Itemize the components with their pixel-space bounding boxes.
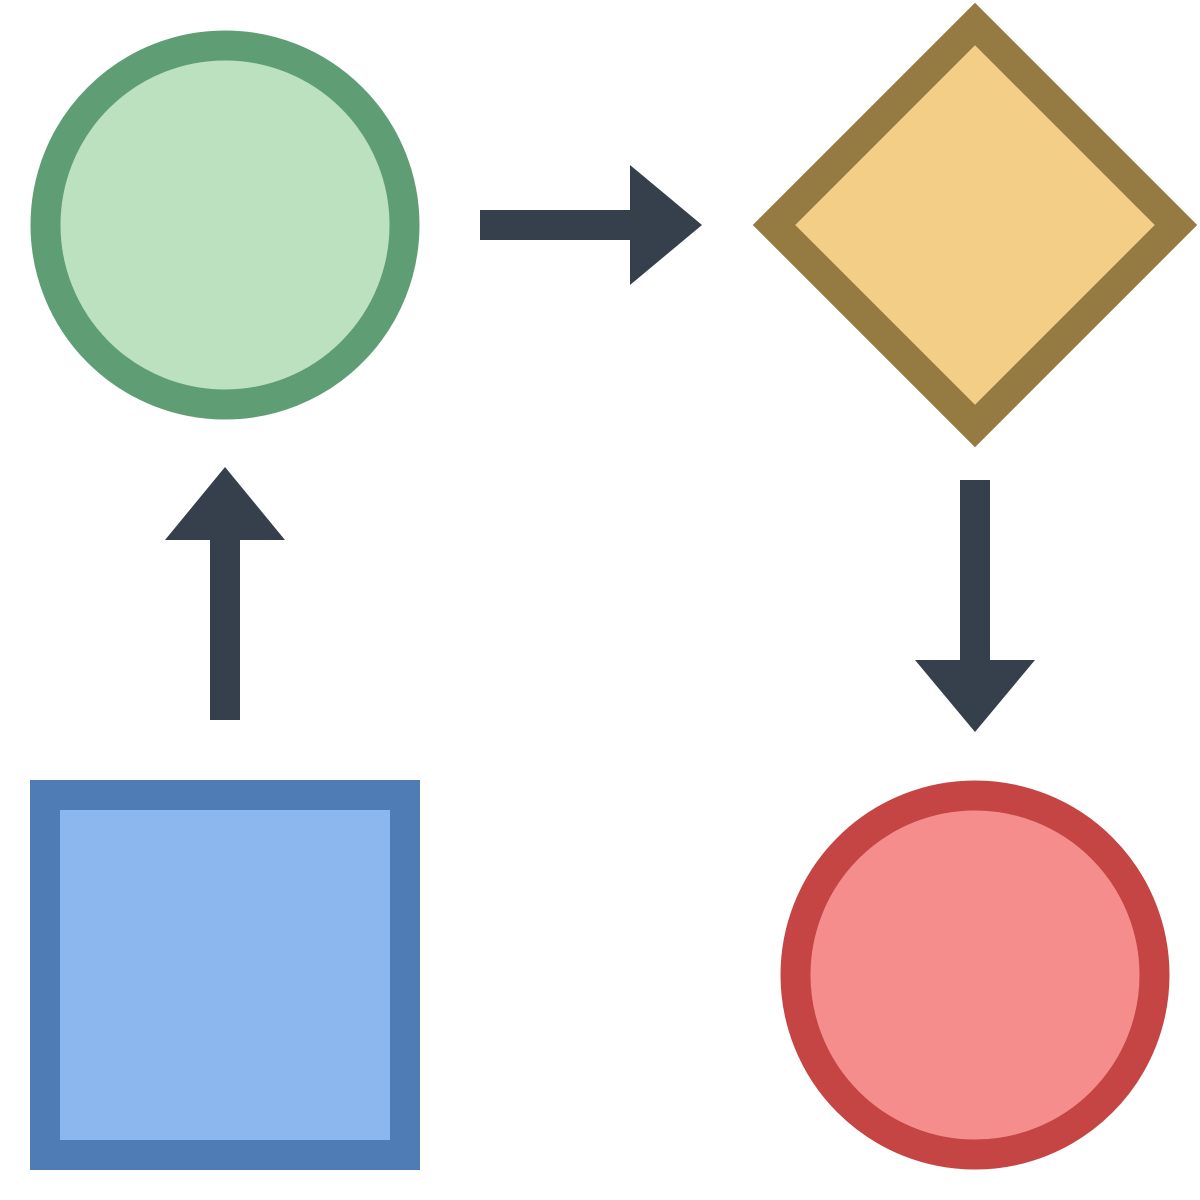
arrow-up-shaft bbox=[210, 538, 240, 720]
arrow-down-head bbox=[915, 660, 1035, 732]
node-process-square bbox=[30, 780, 420, 1170]
arrow-right-shaft bbox=[480, 210, 632, 240]
node-decision-diamond bbox=[752, 2, 1198, 448]
arrow-right-head bbox=[630, 165, 702, 285]
arrow-up-head bbox=[165, 467, 285, 540]
arrow-process-to-start bbox=[165, 467, 285, 720]
arrow-start-to-decision bbox=[480, 165, 702, 285]
arrow-down-shaft bbox=[960, 480, 990, 662]
node-start-circle bbox=[30, 30, 420, 420]
arrow-decision-to-end bbox=[915, 480, 1035, 732]
node-end-circle bbox=[780, 780, 1170, 1170]
